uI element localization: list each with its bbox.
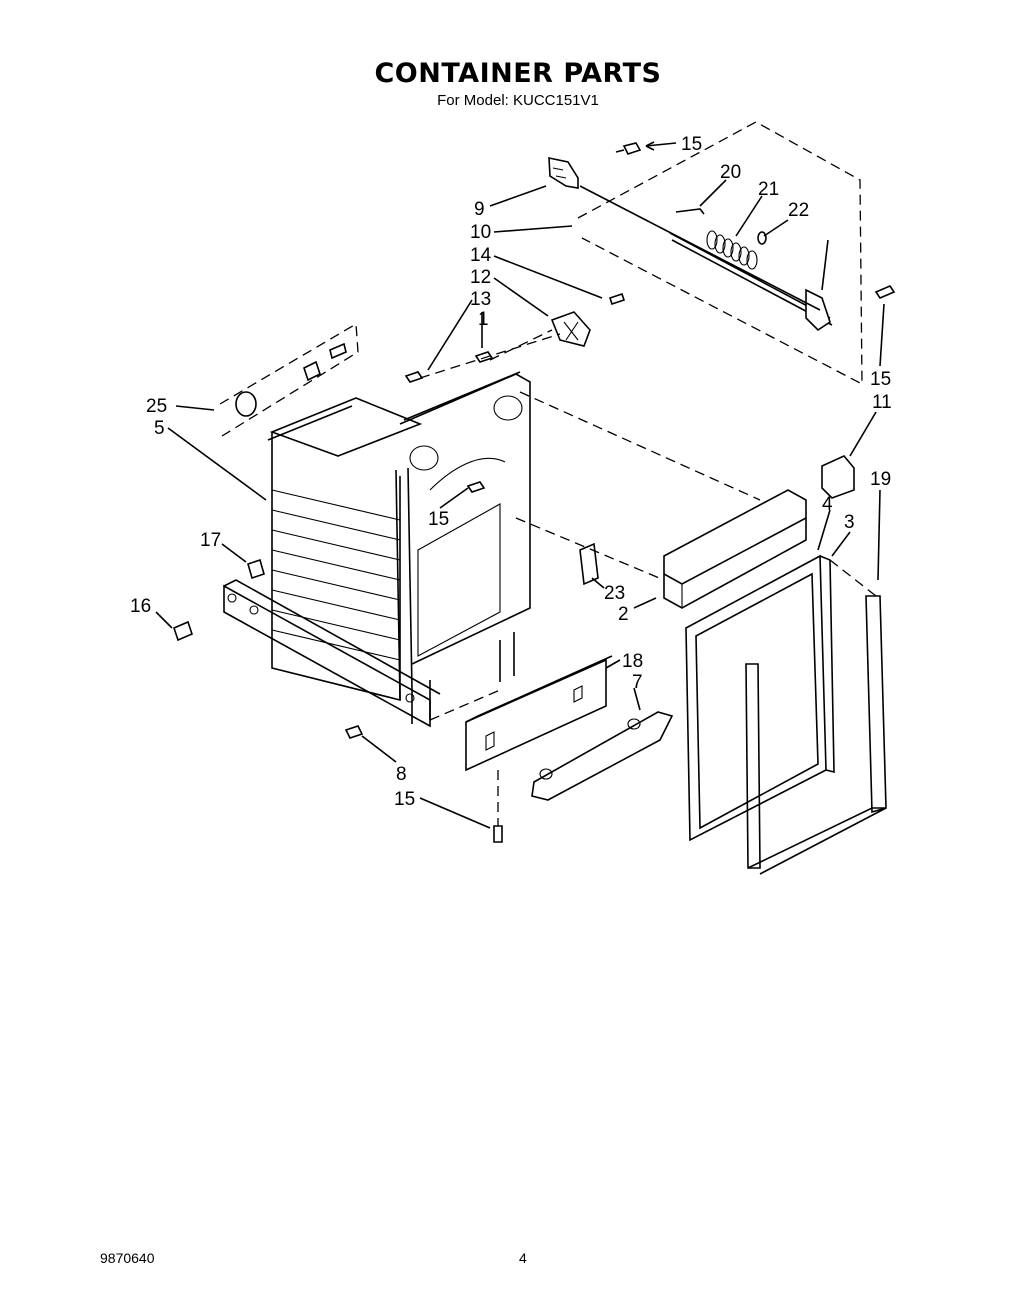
- callout-20: 20: [720, 162, 741, 183]
- callout-21: 21: [758, 179, 779, 200]
- screw-part: [173, 620, 193, 642]
- door-bar: [515, 391, 807, 609]
- callout-9: 9: [474, 199, 485, 220]
- callout-1: 1: [478, 309, 489, 330]
- leader-lines: [155, 141, 885, 829]
- callout-3: 3: [844, 512, 855, 533]
- callout-15-mid: 15: [428, 509, 449, 530]
- callout-22: 22: [788, 200, 809, 221]
- screw-part: [493, 825, 503, 843]
- front-rail: [223, 579, 441, 728]
- callout-15-top: 15: [681, 134, 702, 155]
- nut-part: [247, 558, 265, 580]
- callout-13: 13: [470, 289, 491, 310]
- callout-15-right: 15: [870, 369, 891, 390]
- callout-8: 8: [396, 764, 407, 785]
- document-number: 9870640: [100, 1250, 155, 1266]
- screw-part: [344, 725, 364, 739]
- callout-16: 16: [130, 596, 151, 617]
- door-panel: [685, 554, 887, 875]
- knob-part: [219, 322, 359, 437]
- callout-17: 17: [200, 530, 221, 551]
- callout-5: 5: [154, 418, 165, 439]
- callout-7: 7: [632, 672, 643, 693]
- page-title: CONTAINER PARTS: [374, 58, 662, 89]
- callout-23: 23: [604, 583, 625, 604]
- callout-19: 19: [870, 469, 891, 490]
- page-number: 4: [519, 1250, 527, 1266]
- bottom-slide: [429, 655, 674, 832]
- callout-4: 4: [822, 494, 833, 515]
- spring-part: [706, 230, 758, 270]
- callout-2: 2: [618, 604, 629, 625]
- callout-10: 10: [470, 222, 491, 243]
- callout-25: 25: [146, 396, 167, 417]
- callout-12: 12: [470, 267, 491, 288]
- mid-brackets: [404, 292, 626, 493]
- model-subtitle: For Model: KUCC151V1: [437, 92, 599, 109]
- callout-11: 11: [872, 392, 892, 413]
- top-bracket-assembly: [548, 121, 896, 386]
- callout-14: 14: [470, 245, 492, 266]
- container-bin: [267, 371, 531, 724]
- callout-18: 18: [622, 651, 643, 672]
- clip-part: [821, 455, 855, 499]
- callout-15-bottom: 15: [394, 789, 415, 810]
